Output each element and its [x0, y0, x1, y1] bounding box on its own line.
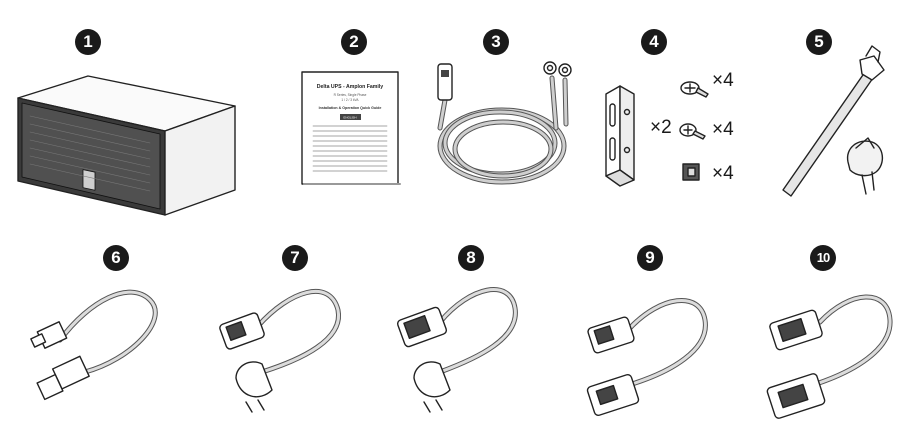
schuko-to-c19-cord-icon: [396, 287, 518, 413]
item-number-badge: 1: [75, 29, 101, 55]
quick-guide-booklet-icon: [301, 71, 401, 185]
item-number-badge: 5: [806, 29, 832, 55]
booklet-title: Delta UPS - Amplon Family: [317, 84, 384, 90]
c13-to-c14-cord-icon: [586, 297, 708, 417]
nut-quantity: ×4: [712, 163, 734, 184]
item-number-badge: 3: [483, 29, 509, 55]
item-number-badge: 2: [341, 29, 367, 55]
battery-cable-icon: [437, 61, 572, 185]
large-screw-quantity: ×4: [712, 70, 734, 91]
booklet-subtitle-series: R Series, Single Phase: [334, 93, 367, 97]
item-number-badge: 4: [641, 29, 667, 55]
small-screw-quantity: ×4: [712, 119, 734, 140]
mounting-bracket-and-screws-icon: [605, 81, 709, 187]
c19-to-c20-cord-icon: [766, 294, 893, 419]
booklet-subtitle-capacity: 1 / 2 / 3 kVA: [341, 98, 359, 102]
item-number-badge: 6: [103, 245, 129, 271]
bracket-quantity: ×2: [650, 117, 672, 138]
booklet-guide-title: Installation & Operation Quick Guide: [319, 106, 382, 110]
item-number-badge: 10: [810, 245, 836, 271]
booklet-language-tag: ENGLISH: [343, 116, 356, 120]
ups-unit-icon: [17, 75, 236, 216]
usb-cable-icon: [30, 289, 158, 401]
item-number-badge: 8: [458, 245, 484, 271]
schuko-to-c13-cord-icon: [219, 288, 341, 413]
cable-tie-and-clamp-icon: [782, 45, 885, 197]
item-number-badge: 7: [282, 245, 308, 271]
item-number-badge: 9: [637, 245, 663, 271]
